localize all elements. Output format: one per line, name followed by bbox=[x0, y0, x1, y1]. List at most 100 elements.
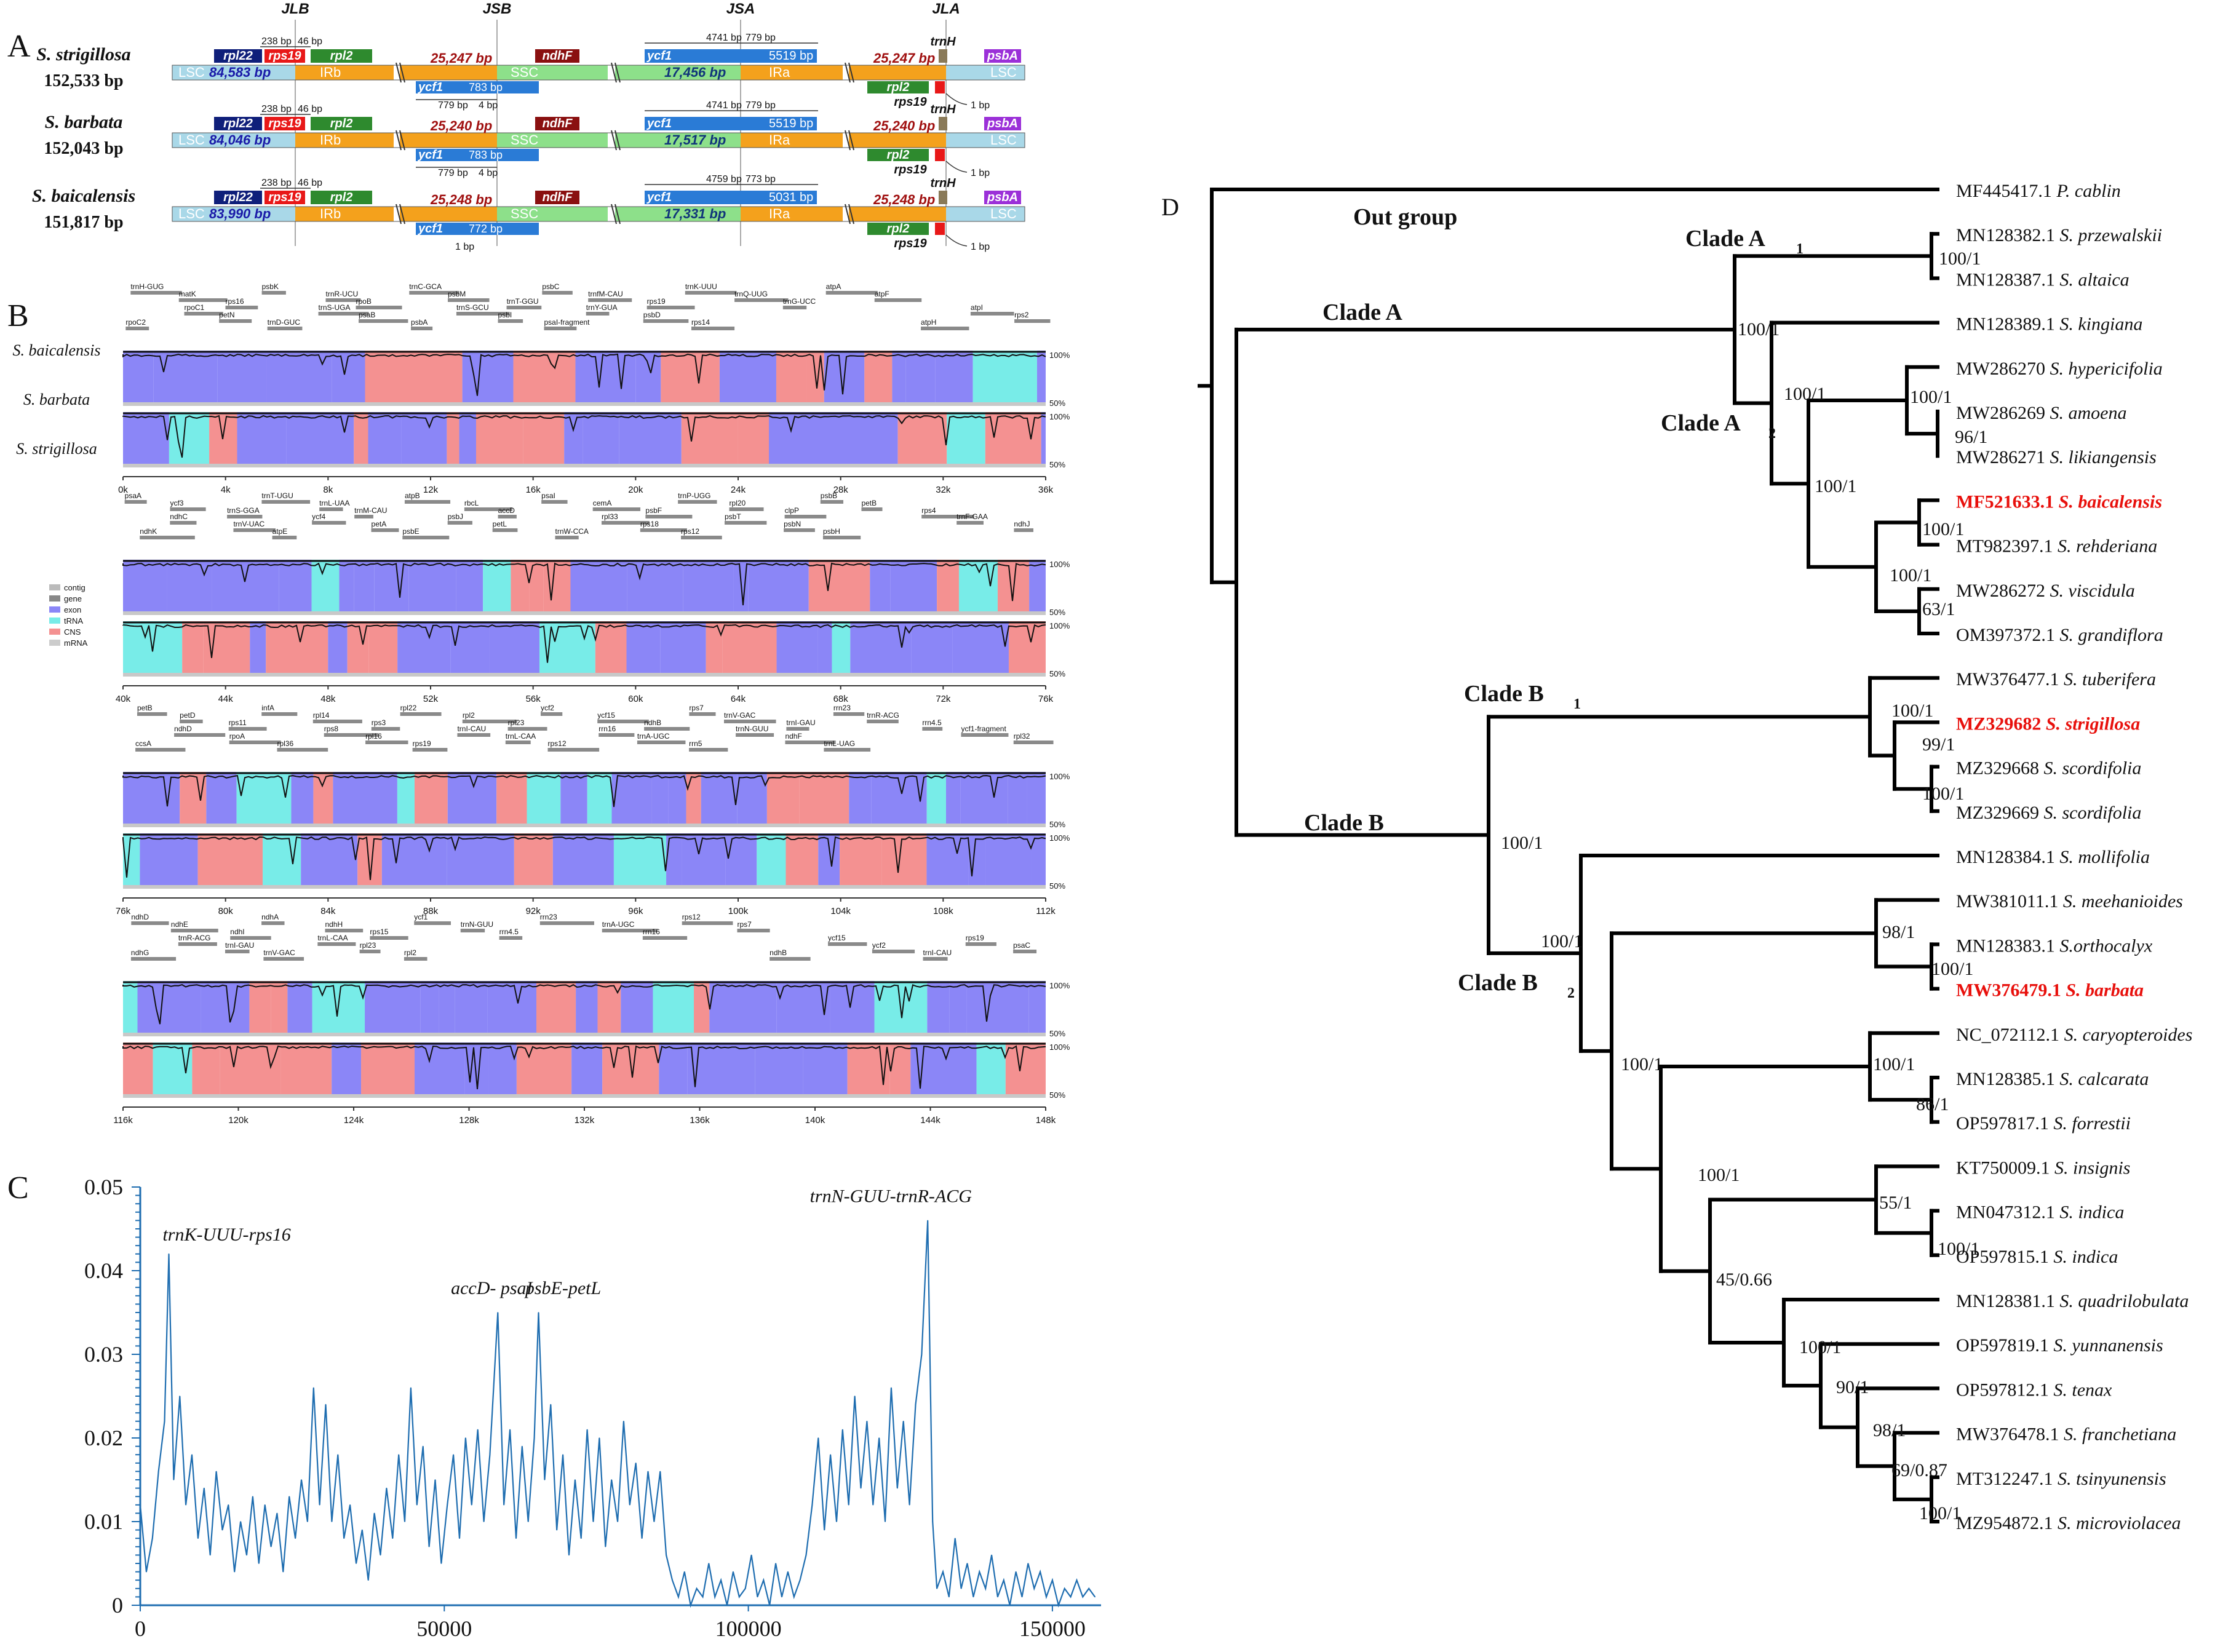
track-baseline bbox=[123, 1033, 1046, 1036]
gene-name: trnH-GUG bbox=[130, 282, 164, 291]
data-point bbox=[295, 1538, 296, 1539]
conservation-block bbox=[570, 560, 627, 615]
gene-name: rps16 bbox=[226, 297, 244, 306]
data-point bbox=[538, 1312, 539, 1313]
conservation-block bbox=[447, 833, 514, 889]
data-point bbox=[1027, 1563, 1029, 1564]
gene-box-rps19 bbox=[264, 117, 305, 130]
data-point bbox=[936, 1588, 937, 1589]
data-point bbox=[1052, 1579, 1053, 1581]
taxon-species: S. caryopteroides bbox=[2064, 1025, 2193, 1045]
conservation-block bbox=[439, 981, 455, 1036]
pct-label: 50% bbox=[1049, 460, 1065, 469]
gene-name: atpH bbox=[921, 318, 936, 327]
gene-name: rpl23 bbox=[508, 718, 525, 727]
gene-name: trnM-CAU bbox=[354, 506, 387, 515]
taxon-accession: OP597815.1 bbox=[1956, 1247, 2053, 1267]
lsc-length: 84,583 bp bbox=[209, 65, 271, 80]
ssc-region bbox=[497, 207, 608, 221]
gene-name: clpP bbox=[785, 506, 799, 515]
gene-name: trnL-UAA bbox=[319, 499, 349, 507]
data-point bbox=[1057, 1605, 1059, 1606]
support-value: 100/1 bbox=[1919, 1503, 1961, 1523]
data-point bbox=[684, 1571, 685, 1573]
gene-name: rps7 bbox=[689, 704, 704, 712]
pct-label: 50% bbox=[1049, 399, 1065, 408]
lsc-length: 83,990 bp bbox=[209, 206, 271, 221]
break-mark bbox=[611, 62, 617, 83]
conservation-block bbox=[926, 833, 969, 889]
gene-name: ndhH bbox=[325, 920, 343, 929]
gene-name: petB bbox=[137, 704, 153, 712]
conservation-block bbox=[123, 351, 154, 406]
data-point bbox=[805, 1554, 807, 1556]
conservation-block bbox=[571, 1042, 603, 1098]
data-point bbox=[1021, 1596, 1023, 1598]
data-point bbox=[948, 1596, 950, 1598]
gene-box-ycf1 bbox=[645, 191, 817, 204]
conservation-block bbox=[927, 981, 950, 1036]
data-point bbox=[942, 1571, 944, 1573]
conservation-block bbox=[659, 1042, 688, 1098]
gene-name: ndhD bbox=[174, 725, 192, 733]
taxon-accession: MW286270 bbox=[1956, 359, 2050, 379]
data-point bbox=[872, 1504, 874, 1506]
conservation-block bbox=[206, 772, 237, 827]
conservation-block bbox=[966, 981, 1029, 1036]
conservation-block bbox=[489, 621, 539, 677]
gene-name: atpE bbox=[272, 527, 288, 536]
legend-label: exon bbox=[64, 605, 81, 614]
gene-label-rps19: rps19 bbox=[894, 163, 927, 177]
data-point bbox=[258, 1563, 260, 1564]
gene-name: psbA bbox=[411, 318, 428, 327]
taxon-accession: MF445417.1 bbox=[1956, 181, 2056, 201]
data-point bbox=[428, 1546, 430, 1547]
data-point bbox=[349, 1504, 351, 1506]
gene-box-ycf1 bbox=[645, 117, 817, 130]
support-value: 100/1 bbox=[1939, 248, 1981, 269]
data-point bbox=[151, 1538, 153, 1539]
conservation-block bbox=[291, 772, 314, 827]
conservation-block bbox=[681, 412, 738, 467]
gene-name: ycf15 bbox=[597, 711, 615, 720]
genome-length: 151,817 bp bbox=[44, 213, 123, 232]
data-point bbox=[362, 1529, 363, 1531]
taxon-species: S. scordifolia bbox=[2044, 758, 2142, 779]
taxon-species: S. indica bbox=[2059, 1202, 2124, 1223]
gene-label-trnH: trnH bbox=[930, 177, 956, 190]
taxon-species: S. indica bbox=[2053, 1247, 2118, 1267]
support-value: 55/1 bbox=[1879, 1193, 1912, 1213]
taxon-label: MN128383.1 S.orthocalyx bbox=[1956, 935, 2153, 956]
data-point bbox=[921, 1354, 923, 1355]
data-point bbox=[793, 1596, 795, 1598]
conservation-block bbox=[949, 981, 967, 1036]
gene-name: psaA bbox=[125, 491, 141, 500]
lsc-region bbox=[946, 65, 1025, 80]
gene-name: trnS-UGA bbox=[319, 303, 351, 312]
species-label: S. baicalensis bbox=[13, 341, 101, 359]
conservation-block bbox=[368, 412, 402, 467]
conservation-block bbox=[905, 351, 936, 406]
gene-name: rps19 bbox=[647, 297, 666, 306]
taxon-species: S. kingiana bbox=[2059, 314, 2142, 335]
conservation-block bbox=[889, 1042, 911, 1098]
gene-name: rrn16 bbox=[643, 927, 660, 936]
gene-name: rpl16 bbox=[365, 732, 382, 741]
region-label: IRb bbox=[320, 65, 341, 80]
data-point bbox=[666, 1554, 667, 1556]
data-point bbox=[215, 1471, 217, 1472]
data-point bbox=[515, 1538, 517, 1539]
conservation-block bbox=[947, 412, 985, 467]
taxon-accession: MZ329668 bbox=[1956, 758, 2044, 779]
conservation-block bbox=[354, 560, 375, 615]
x-tick-label: 100000 bbox=[715, 1616, 782, 1641]
conservation-block bbox=[420, 981, 439, 1036]
conservation-block bbox=[280, 1042, 332, 1098]
lsc-region bbox=[172, 207, 295, 221]
support-value: 100/1 bbox=[1501, 833, 1543, 853]
break-mark bbox=[614, 204, 621, 224]
conservation-block bbox=[890, 560, 937, 615]
conservation-block bbox=[361, 1042, 415, 1098]
bp-arrow bbox=[945, 93, 968, 105]
gene-name: psaI bbox=[541, 491, 555, 500]
